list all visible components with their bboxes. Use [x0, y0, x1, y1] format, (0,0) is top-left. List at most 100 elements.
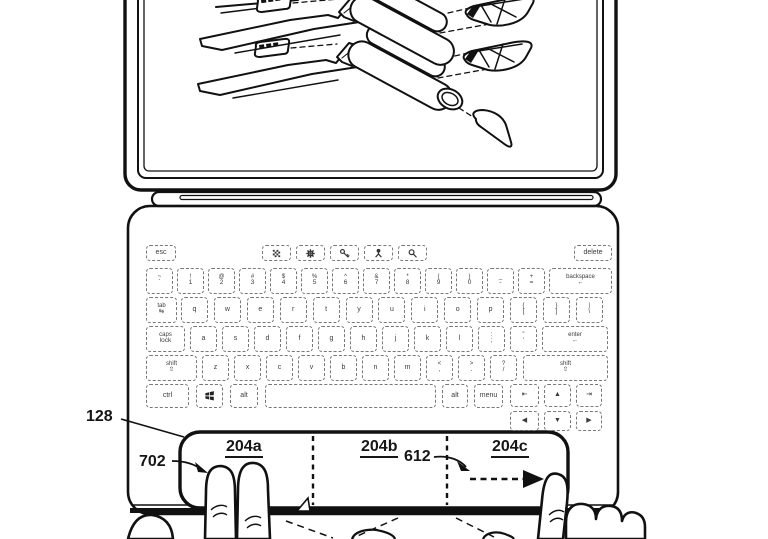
ref-612: 612 [404, 448, 431, 465]
key-o: o [444, 296, 472, 323]
share-icon [375, 248, 382, 257]
windows-icon [205, 391, 214, 401]
key-end: ⇥ [576, 383, 602, 407]
callout-dashes [285, 517, 495, 539]
key-f1 [262, 245, 291, 261]
key-k: k [414, 325, 441, 352]
key-semicolon: :; [478, 325, 505, 352]
exploded-model-drawing [197, 0, 535, 148]
key-bracket-right: }] [542, 296, 570, 323]
key-d: d [254, 325, 281, 352]
key-enter: enter← [542, 325, 608, 352]
cut-circles [350, 528, 515, 539]
leader-128 [120, 418, 185, 438]
key-h: h [350, 325, 377, 352]
key-a: a [190, 325, 217, 352]
ref-204a: 204a [225, 438, 263, 458]
grid-icon [272, 249, 281, 257]
key-home: ⇤ [510, 383, 539, 407]
key-r: r [279, 296, 307, 323]
key-f3 [330, 245, 359, 261]
key-f5 [398, 245, 427, 261]
key-delete: delete [574, 245, 612, 261]
key-6: ^6 [332, 267, 359, 294]
ref-128: 128 [86, 408, 113, 425]
key-icon [339, 248, 350, 258]
key-equals: += [518, 267, 545, 294]
key-z: z [202, 354, 229, 381]
key-b: b [330, 354, 357, 381]
key-v: v [298, 354, 325, 381]
key-backquote: ~` [146, 267, 173, 294]
left-hand-knuckle [126, 513, 175, 539]
key-minus: _- [487, 267, 514, 294]
touchpad [178, 430, 570, 510]
key-shift-right: shift⇧ [523, 354, 608, 381]
key-3: #3 [239, 267, 266, 294]
key-j: j [382, 325, 409, 352]
swipe-arrowhead [523, 470, 544, 488]
key-f4 [364, 245, 393, 261]
key-alt-left: alt [230, 383, 258, 408]
key-0: )0 [456, 267, 483, 294]
key-i: i [411, 296, 439, 323]
key-backslash: |\ [575, 296, 603, 323]
key-windows [196, 383, 223, 408]
key-alt-right: alt [442, 383, 468, 408]
key-esc: esc [146, 245, 176, 261]
right-hand-knuckles [564, 502, 647, 539]
left-index-finger [203, 464, 238, 539]
ref-204c: 204c [491, 438, 529, 458]
key-down: ▼ [544, 410, 571, 431]
key-bracket-left: {[ [510, 296, 537, 323]
key-1: !1 [177, 267, 204, 294]
key-tab: tab⇆ [146, 296, 177, 323]
gear-icon [306, 248, 315, 258]
key-u: u [378, 296, 406, 323]
search-icon [408, 248, 417, 258]
right-index-finger [536, 472, 569, 539]
key-f: f [286, 325, 313, 352]
key-c: c [266, 354, 293, 381]
key-right: ▶ [576, 410, 602, 431]
key-2: @2 [208, 267, 235, 294]
key-4: $4 [270, 267, 297, 294]
key-up: ▲ [544, 383, 571, 407]
pennant-mark [295, 496, 311, 512]
arrow-612 [433, 455, 467, 468]
leader-lines [120, 418, 544, 488]
key-menu: menu [474, 383, 503, 408]
ref-204b: 204b [360, 438, 399, 458]
key-p: p [477, 296, 505, 323]
key-comma: <, [426, 354, 453, 381]
key-period: >. [458, 354, 485, 381]
key-n: n [362, 354, 389, 381]
key-g: g [318, 325, 345, 352]
key-space [265, 383, 436, 408]
key-w: w [213, 296, 241, 323]
key-l: l [446, 325, 473, 352]
ref-702: 702 [139, 453, 166, 470]
right-hand [536, 472, 647, 539]
key-t: t [312, 296, 340, 323]
key-f2 [296, 245, 325, 261]
key-5: %5 [301, 267, 328, 294]
key-9: (9 [425, 267, 452, 294]
key-q: q [181, 296, 208, 323]
key-ctrl: ctrl [146, 383, 189, 408]
left-middle-finger [235, 461, 272, 539]
key-m: m [394, 354, 421, 381]
left-hand [126, 461, 272, 539]
key-e: e [246, 296, 274, 323]
key-7: &7 [363, 267, 390, 294]
key-backspace: backspace← [549, 267, 612, 294]
key-shift-left: shift⇧ [146, 354, 197, 381]
key-left: ◀ [510, 410, 539, 431]
key-8: *8 [394, 267, 421, 294]
hinge [150, 190, 603, 208]
laptop-lid [123, 0, 618, 192]
key-slash: ?/ [490, 354, 517, 381]
